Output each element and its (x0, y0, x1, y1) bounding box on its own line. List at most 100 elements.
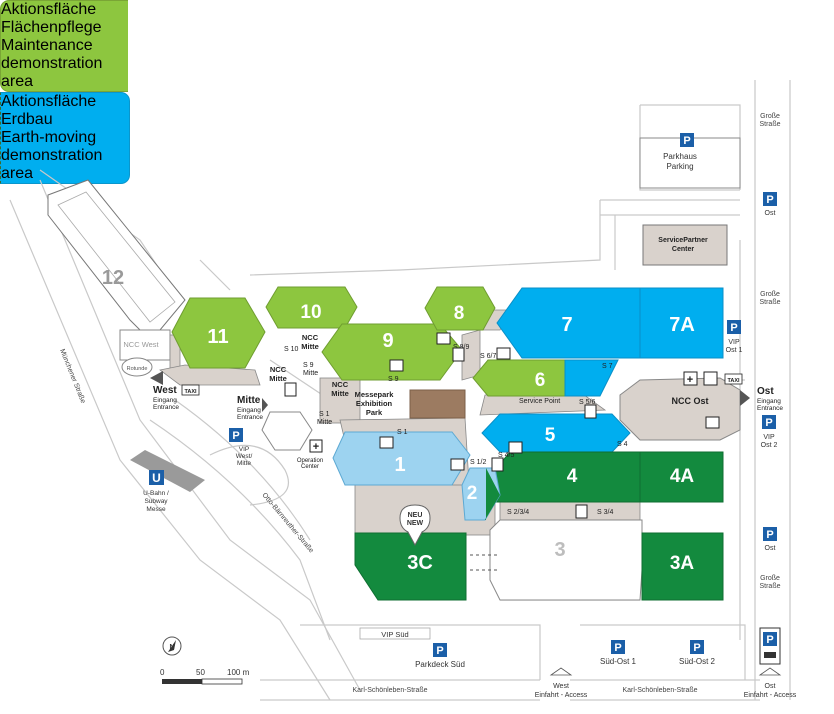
west-access-arrow-icon (549, 667, 573, 676)
hall-3a-label: 3A (670, 553, 695, 574)
karl-schoenleben-strasse-right: Karl-Schönleben-Straße (622, 687, 697, 694)
s4-label: S 4 (617, 441, 628, 448)
s45-label: S 4/5 (498, 452, 514, 459)
maintenance-demo-area[interactable]: Aktionsfläche Flächenpflege Maintenance … (0, 0, 128, 92)
s1-mitte-label: S 1 (319, 411, 330, 418)
hall-10-label: 10 (300, 302, 321, 323)
subway-label-2: Subway (144, 498, 168, 505)
hall-6-label: 6 (535, 370, 546, 391)
hall-1-label: 1 (394, 454, 405, 476)
svg-text:P: P (693, 642, 700, 654)
subway-label: U-Bahn / (143, 490, 169, 497)
hall-9-label: 9 (382, 330, 393, 352)
subway-platform (130, 450, 205, 492)
hall-7a-label: 7A (669, 314, 695, 336)
sued-ost2-label: Süd-Ost 2 (679, 657, 716, 666)
grosse-strasse-2: Große (760, 291, 780, 298)
parking-vip-ost1-icon (727, 320, 741, 334)
ncc-mitte-top-label-2: Mitte (301, 342, 319, 351)
mitte-entrance-sub: Eingang (237, 407, 261, 414)
parking-ost-top-label: Ost (765, 210, 776, 217)
scale-end: 100 m (227, 668, 250, 677)
svg-text:+: + (313, 441, 319, 453)
svg-text:P: P (766, 634, 773, 646)
s34-label: S 3/4 (597, 509, 613, 516)
service-labels: NCC West Rotunde NCC Mitte NCC Mitte NCC… (123, 333, 708, 516)
ncc-mitte-center-label: NCC (332, 380, 349, 389)
cafe-icon (436, 332, 451, 345)
cafe-icon (450, 458, 465, 471)
parkdeck-sued-icon (433, 643, 447, 657)
restaurant-icon (284, 382, 297, 397)
parkdeck-sued-label: Parkdeck Süd (415, 660, 465, 669)
maintenance-area-en-label: Maintenance demonstration area (1, 37, 103, 90)
parking-vip-west-mitte-icon (229, 428, 243, 442)
ost-entrance-sub-2: Entrance (757, 405, 783, 412)
vip-sued-label: VIP Süd (381, 630, 408, 639)
ncc-mitte-center-label-2: Mitte (331, 389, 349, 398)
compass: N (162, 636, 182, 656)
parking-ost-bottom-icon (763, 527, 777, 541)
operation-center-label: Operation (297, 458, 323, 464)
ost-entrance-title: Ost (757, 386, 774, 397)
neu-new-badge: NEU NEW (399, 504, 431, 547)
service-partner-label-2: Center (672, 246, 694, 253)
s9-mitte-label: S 9 (303, 362, 314, 369)
parking-ost-bottom-label: Ost (765, 545, 776, 552)
parking-vip-ost2-icon (762, 415, 776, 429)
exhibition-park-label-2: Exhibition (356, 399, 393, 408)
vip-west-mitte-label: VIP (239, 446, 249, 453)
ost-access-arrow-icon (758, 667, 782, 676)
subway-icon (149, 470, 164, 485)
scale-mid: 50 (196, 668, 205, 677)
hall-11-label: 11 (207, 326, 228, 348)
ost-access-label: Ost (765, 683, 776, 690)
hall-4-label: 4 (567, 466, 578, 487)
first-aid-icon (683, 371, 698, 386)
exhibition-park-label-3: Park (366, 408, 383, 417)
s1-mitte-label-2: Mitte (317, 419, 332, 426)
subway-label-3: Messe (146, 506, 166, 513)
mitte-entrance-sub-2: Entrance (237, 414, 263, 421)
amenity-icons: + + (284, 332, 720, 519)
ncc-mitte-top-label: NCC (302, 333, 319, 342)
hall-3-label: 3 (554, 539, 565, 561)
earth-moving-demo-area[interactable]: Aktionsfläche Erdbau Earth-moving demons… (0, 92, 130, 184)
access-markers: West Einfahrt - Access Ost Einfahrt - Ac… (535, 667, 797, 699)
hall-8-label: 8 (454, 303, 465, 324)
karl-schoenleben-strasse-left: Karl-Schönleben-Straße (352, 687, 427, 694)
entrances: West Eingang Entrance TAXI Mitte Eingang… (150, 371, 783, 421)
scale-zero: 0 (160, 668, 165, 677)
restaurant-icon (584, 404, 597, 419)
hall-12-label: 12 (102, 267, 124, 289)
svg-text:Straße: Straße (759, 299, 780, 306)
svg-text:+: + (687, 374, 693, 386)
cafe-icon (496, 347, 511, 360)
service-partner-label: ServicePartner (658, 237, 708, 244)
vip-west-mitte-label-3: Mitte (237, 460, 251, 467)
scale-bar: 0 50 100 m (160, 668, 250, 685)
svg-text:Straße: Straße (759, 121, 780, 128)
earth-moving-area-de-label: Aktionsfläche Erdbau (1, 93, 97, 128)
west-entrance-sub: Eingang (153, 397, 177, 404)
s1-label: S 1 (397, 429, 408, 436)
service-point-label: Service Point (519, 398, 560, 405)
hall-2-label: 2 (467, 483, 478, 504)
sued-ost1-label: Süd-Ost 1 (600, 657, 637, 666)
vip-ost2-label: VIP (763, 434, 775, 441)
west-entrance-arrow-icon (150, 371, 163, 385)
svg-text:P: P (765, 417, 772, 429)
svg-text:TAXI: TAXI (184, 389, 197, 395)
s234-label: S 2/3/4 (507, 509, 529, 516)
parking-ost-top-icon (763, 192, 777, 206)
cafe-icon (705, 416, 720, 429)
operation-center-label-2: Center (301, 464, 319, 470)
ncc-mitte-left-label-2: Mitte (269, 374, 287, 383)
s12-label: S 1/2 (470, 459, 486, 466)
parkhaus-parking-icon (680, 133, 694, 147)
cafe-icon (379, 436, 394, 449)
s9-mitte-label-2: Mitte (303, 370, 318, 377)
parking: P Parkhaus Parking ServicePartner Center… (229, 133, 781, 669)
muenchener-strasse-label: Münchener Straße (58, 348, 86, 404)
svg-text:U: U (152, 471, 161, 485)
